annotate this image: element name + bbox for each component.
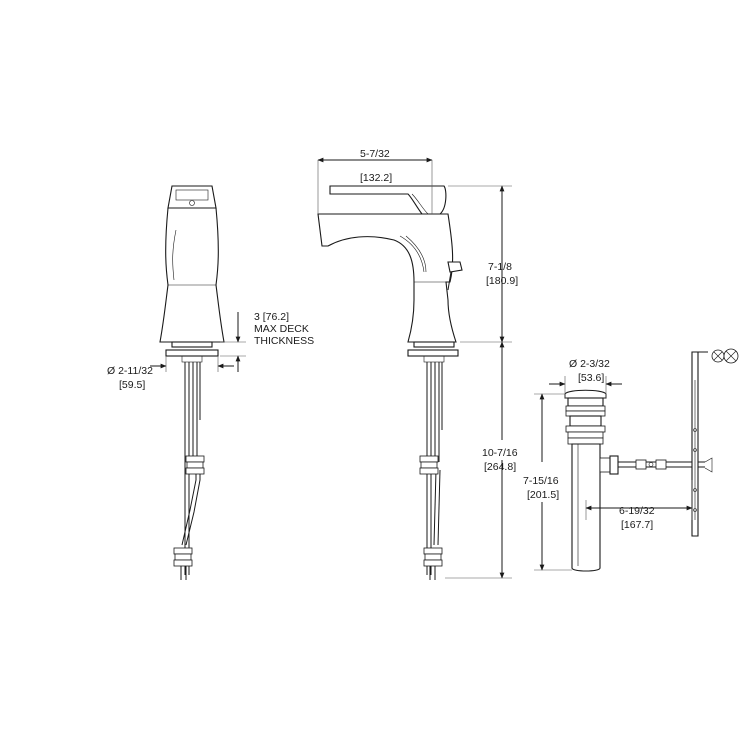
- deck-thickness-label-line3: THICKNESS: [254, 335, 314, 347]
- pop-up-drain-assembly: [534, 348, 739, 572]
- deck-thickness-label-line2: MAX DECK: [254, 323, 309, 335]
- base-diameter-metric: [59.5]: [119, 379, 145, 391]
- faucet-height-metric: [180.9]: [486, 275, 518, 287]
- spout-reach-imperial: 5-7/32: [360, 148, 390, 160]
- drain-flange-diameter-imperial: Ø 2-3/32: [569, 358, 610, 370]
- drain-length-imperial: 7-15/16: [523, 475, 559, 487]
- drain-flange-diameter-metric: [53.6]: [578, 372, 604, 384]
- faucet-front-view: [150, 185, 246, 580]
- lift-rod-reach-imperial: 6-19/32: [619, 505, 655, 517]
- overall-height-imperial: 10-7/16: [482, 447, 518, 459]
- faucet-side-view: [317, 157, 512, 580]
- spout-reach-metric: [132.2]: [360, 172, 392, 184]
- deck-thickness-label: 3 [76.2]: [254, 311, 289, 323]
- faucet-height-imperial: 7-1/8: [488, 261, 512, 273]
- drain-length-metric: [201.5]: [527, 489, 559, 501]
- overall-height-metric: [264.8]: [484, 461, 516, 473]
- lift-rod-reach-metric: [167.7]: [621, 519, 653, 531]
- base-diameter-imperial: Ø 2-11/32: [107, 365, 153, 377]
